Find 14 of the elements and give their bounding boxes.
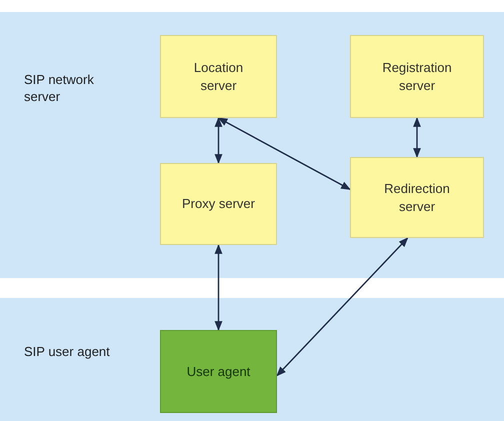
group-band: [0, 298, 504, 421]
double-arrow: [276, 237, 408, 376]
server-box: Location server: [160, 35, 277, 118]
double-arrow: [214, 244, 222, 331]
server-box: Redirection server: [350, 157, 484, 238]
server-box: Proxy server: [160, 163, 277, 245]
group-label: SIP user agent: [24, 344, 111, 361]
agent-box: User agent: [160, 330, 277, 413]
double-arrow: [413, 117, 421, 158]
double-arrow: [214, 117, 222, 164]
group-label: SIP network server: [24, 72, 95, 106]
double-arrow: [218, 117, 351, 190]
group-band: [0, 12, 504, 278]
server-box: Registration server: [350, 35, 484, 118]
